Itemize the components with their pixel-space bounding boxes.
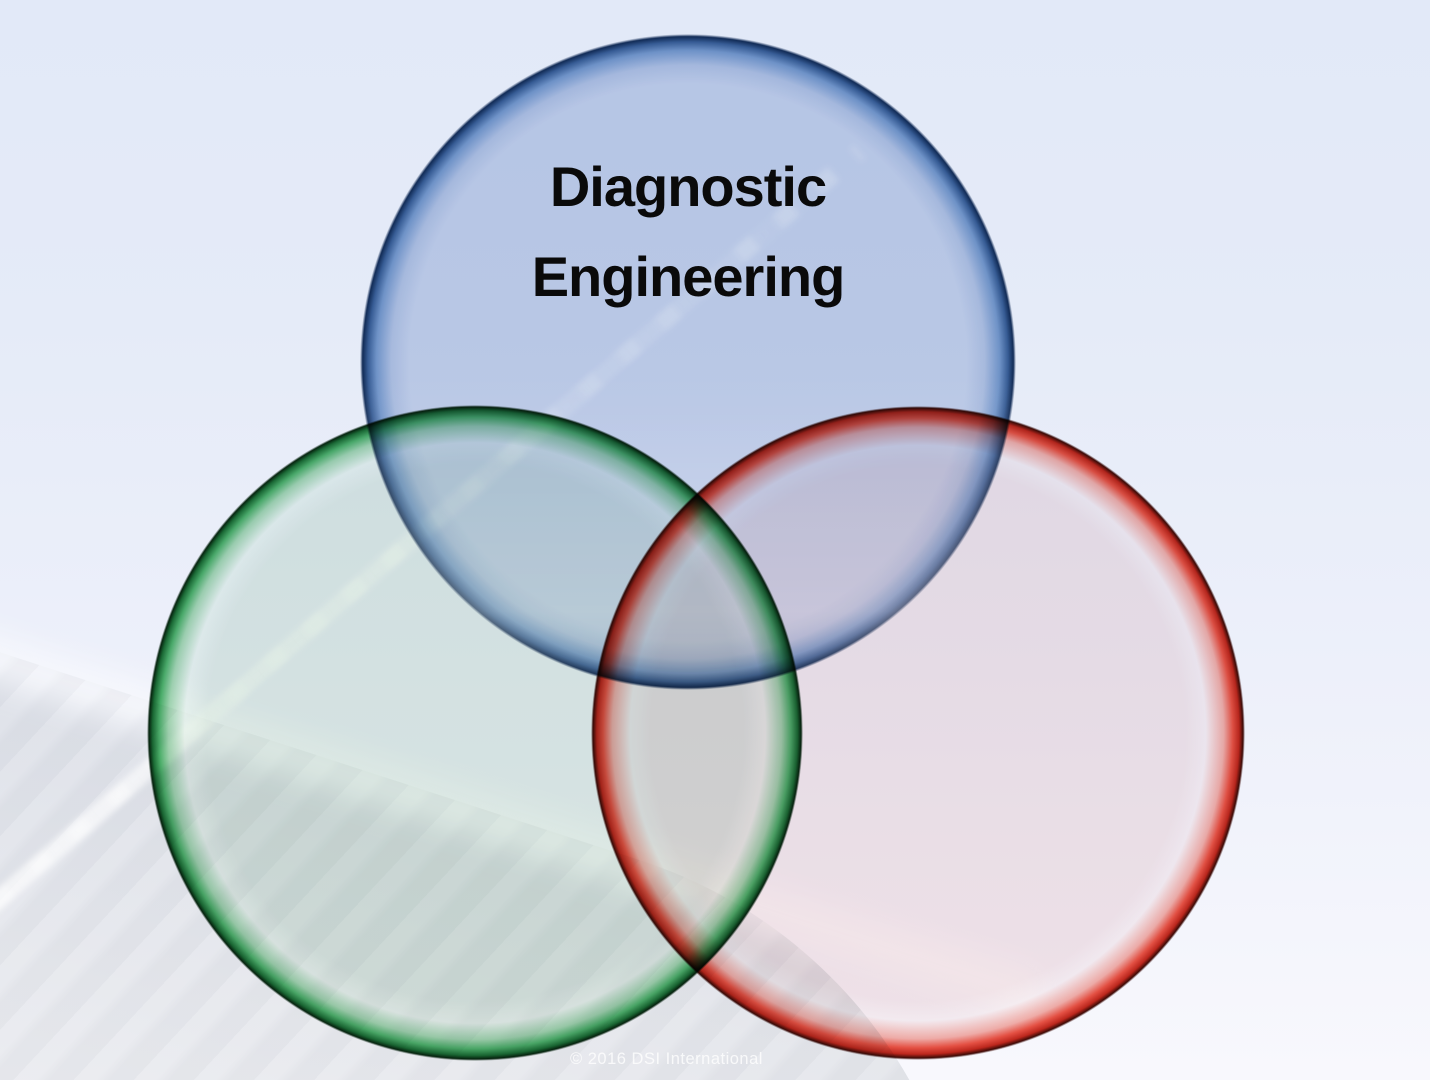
copyright-watermark: © 2016 DSI International xyxy=(570,1050,763,1068)
venn-title-line2: Engineering xyxy=(531,245,846,308)
venn-title-line1: Diagnostic xyxy=(549,155,827,218)
venn-title: Diagnostic Engineering xyxy=(388,142,988,322)
venn-circle-bottom-right xyxy=(591,406,1245,1060)
